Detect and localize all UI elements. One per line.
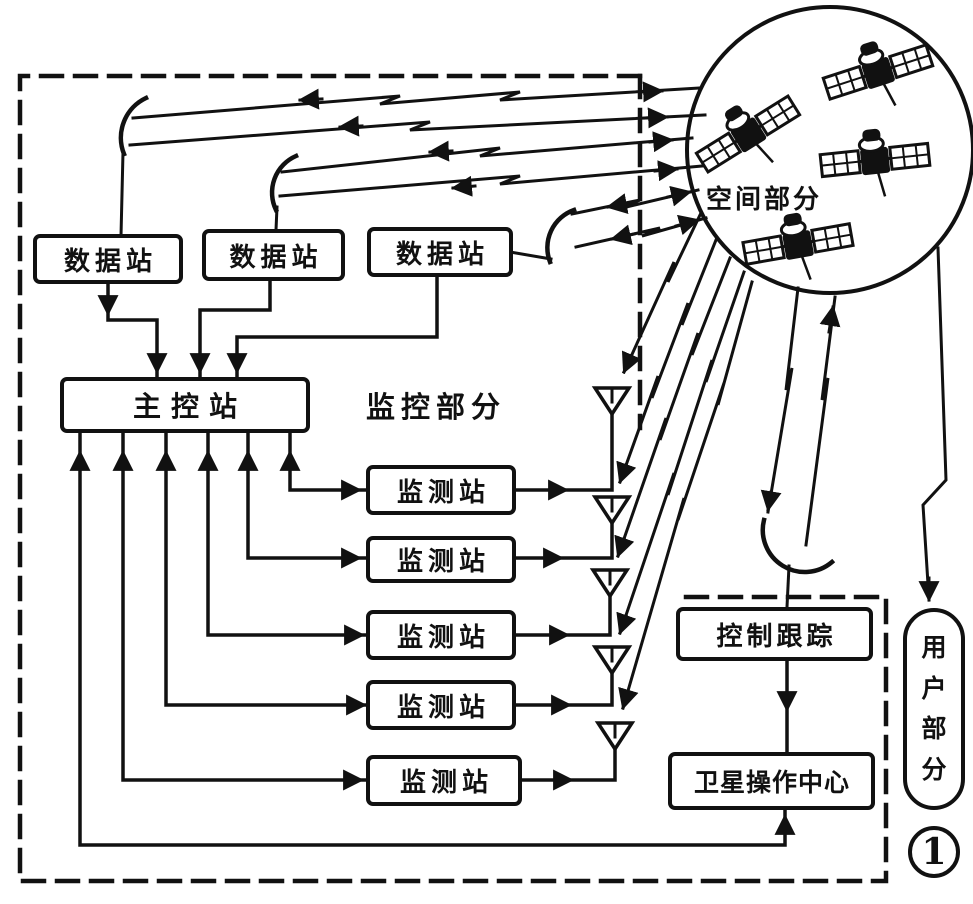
- dish-antenna-icon: [118, 95, 836, 609]
- signal-beams-monitor-antennas: [616, 212, 754, 710]
- data-station-box: 数据站: [367, 227, 513, 277]
- satellite-operation-center-box: 卫星操作中心: [668, 752, 875, 810]
- signal-lines-data-stations: [128, 86, 708, 249]
- control-segment-label: 监控部分: [366, 392, 507, 424]
- figure-number-badge: 1: [908, 826, 960, 878]
- data-station-box: 数据站: [202, 229, 345, 281]
- monitor-station-box: 监测站: [366, 536, 516, 583]
- space-segment-label: 空间部分: [706, 184, 823, 214]
- master-station-box: 主控站: [60, 377, 310, 433]
- space-segment-circle: [685, 5, 973, 295]
- flow-arrows: [69, 81, 940, 840]
- monitor-station-box: 监测站: [366, 755, 522, 806]
- user-segment-capsule: 用户部分: [903, 608, 965, 810]
- monitor-station-box: 监测站: [366, 610, 516, 660]
- monitor-station-box: 监测站: [366, 465, 516, 515]
- user-segment-label: 用户部分: [921, 634, 947, 784]
- control-tracking-box: 控制跟踪: [676, 607, 873, 661]
- data-station-box: 数据站: [33, 234, 183, 284]
- monitor-station-box: 监测站: [366, 680, 516, 730]
- signal-beams-control-user: [766, 246, 948, 602]
